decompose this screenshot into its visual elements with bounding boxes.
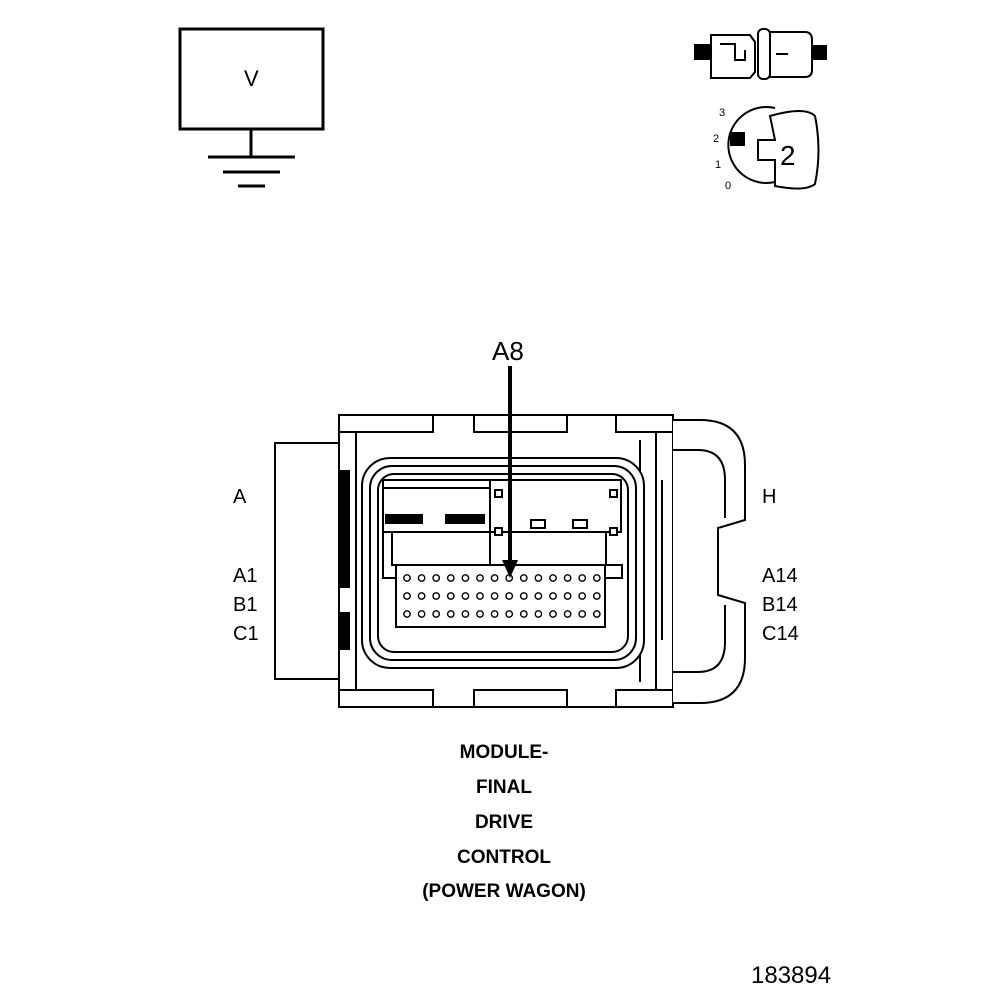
connector-pin (490, 574, 499, 582)
left-latch (274, 442, 340, 680)
caption-line-3: DRIVE (474, 812, 534, 833)
dial-position-2: 2 (713, 133, 720, 145)
dial-selected-value: 2 (780, 140, 796, 171)
connector-pin (505, 592, 514, 600)
connector-pin (417, 574, 426, 582)
connector-pin (403, 610, 411, 618)
caption-line-5: (POWER WAGON) (422, 881, 586, 902)
connector-pin (446, 610, 455, 618)
dial-position-0: 0 (725, 180, 732, 192)
right-label-a14: A14 (762, 565, 798, 587)
connector-pin (534, 574, 543, 582)
connector-pin (549, 610, 557, 618)
connector-pin (403, 592, 411, 600)
voltmeter-label: V (244, 66, 259, 91)
dial-position-1: 1 (715, 159, 722, 171)
right-label-h: H (762, 486, 777, 508)
connector-pin (476, 610, 484, 618)
connector-pin (417, 610, 426, 618)
connector-pin (432, 574, 441, 582)
caption-line-2: FINAL (476, 777, 532, 798)
connector-pin (403, 574, 411, 582)
connector-pin (592, 574, 601, 582)
connector-pin (505, 610, 514, 618)
connector-drawing (274, 366, 746, 708)
left-label-a1: A1 (233, 565, 258, 587)
connector-pin (519, 592, 528, 600)
dial-position-3: 3 (719, 107, 726, 119)
connector-pin (563, 592, 572, 600)
right-hood (673, 419, 746, 704)
connector-pin (578, 610, 587, 618)
caption-line-4: CONTROL (457, 847, 551, 868)
connector-pins (403, 574, 601, 618)
right-label-c14: C14 (762, 623, 799, 645)
voltmeter-symbol (178, 27, 325, 188)
right-label-b14: B14 (762, 594, 798, 616)
connector-pin (534, 610, 543, 618)
connector-pin (490, 592, 499, 600)
connector-pin (578, 574, 587, 582)
connector-pin (432, 610, 441, 618)
connector-pin (592, 610, 601, 618)
connector-pin (476, 574, 484, 582)
connector-pin (578, 592, 587, 600)
connector-pin (519, 610, 528, 618)
left-label-a: A (233, 486, 247, 508)
connector-pin (563, 574, 572, 582)
dial-knob-icon (727, 106, 820, 190)
connector-pin (461, 592, 470, 600)
connector-pin (446, 592, 455, 600)
connector-pin (534, 592, 543, 600)
probe-icon (694, 28, 827, 80)
connector-pin (476, 592, 484, 600)
connector-pin (549, 574, 557, 582)
connector-pin (446, 574, 455, 582)
connector-pin (563, 610, 572, 618)
connector-pin (461, 574, 470, 582)
connector-pin (549, 592, 557, 600)
connector-pin (432, 592, 441, 600)
connector-pin (519, 574, 528, 582)
caption-line-1: MODULE- (459, 742, 549, 763)
left-label-c1: C1 (233, 623, 259, 645)
connector-pin (461, 610, 470, 618)
pin-callout-arrowhead (502, 560, 518, 578)
figure-number: 183894 (751, 962, 832, 989)
pin-field (395, 564, 606, 628)
pin-callout-label: A8 (492, 336, 524, 366)
connector-pin (417, 592, 426, 600)
connector-pin (490, 610, 499, 618)
left-label-b1: B1 (233, 594, 258, 616)
connector-pin (592, 592, 601, 600)
